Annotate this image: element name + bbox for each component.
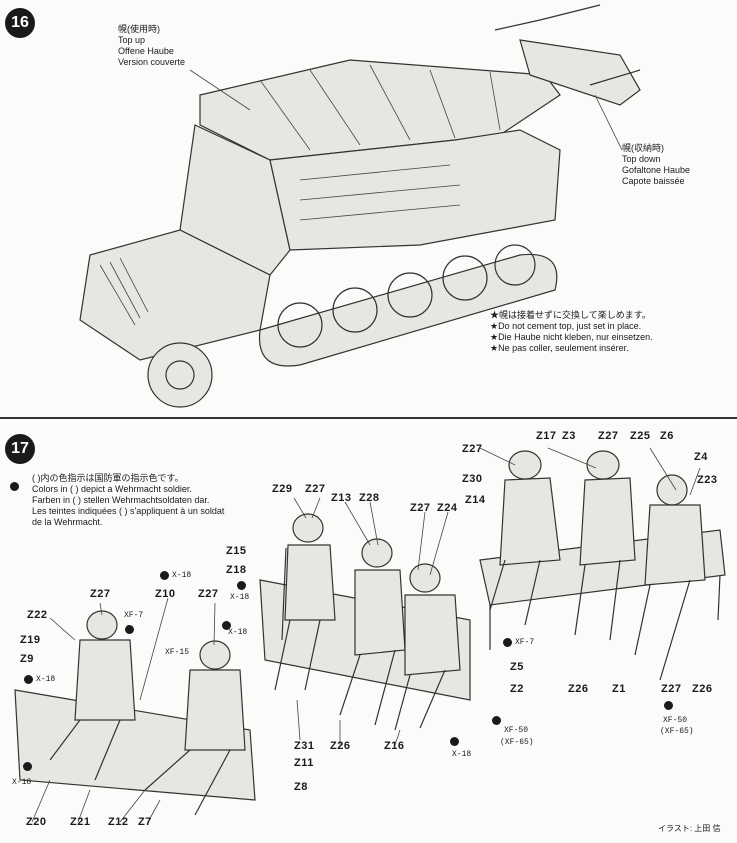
top-note-en: ★Do not cement top, just set in place. <box>490 321 642 331</box>
part-label: Z27 <box>90 588 111 600</box>
top-down-ja: 幌(収納時) <box>622 143 664 153</box>
part-label: Z4 <box>694 451 708 463</box>
part-label: Z27 <box>305 483 326 495</box>
step-divider <box>0 417 737 419</box>
paint-color: XF-50 <box>504 726 529 735</box>
paint-color: X-18 <box>172 571 192 580</box>
color-note-fr: Les teintes indiquées ( ) s'appliquent à… <box>32 506 225 516</box>
top-up-ja: 幌(使用時) <box>118 24 160 34</box>
paint-color: XF-7 <box>124 611 144 620</box>
figures-drawing <box>14 447 726 823</box>
part-label: Z19 <box>20 634 41 646</box>
part-label: Z26 <box>330 740 351 752</box>
part-label: Z6 <box>660 430 674 442</box>
part-label: Z12 <box>108 816 129 828</box>
step-16-number: 16 <box>11 14 29 31</box>
paint-color: XF-7 <box>515 638 535 647</box>
paint-dot-icon <box>24 675 33 684</box>
paint-dot-icon <box>160 571 169 580</box>
part-label: Z26 <box>692 683 713 695</box>
paint-color: (XF-65) <box>500 738 534 747</box>
part-label: Z24 <box>437 502 458 514</box>
paint-color: (XF-65) <box>660 727 694 736</box>
part-label: Z30 <box>462 473 483 485</box>
color-note-fr-2: de la Wehrmacht. <box>32 517 103 527</box>
part-label: Z31 <box>294 740 315 752</box>
top-down-label: 幌(収納時) Top down Gofaltone Haube Capote b… <box>622 143 690 187</box>
part-label: Z1 <box>612 683 626 695</box>
paint-dot-icon <box>23 762 32 771</box>
part-label: Z2 <box>510 683 524 695</box>
part-label: Z29 <box>272 483 293 495</box>
part-label: Z25 <box>630 430 651 442</box>
paint-dot-icon <box>450 737 459 746</box>
part-label: Z27 <box>410 502 431 514</box>
part-label: Z16 <box>384 740 405 752</box>
step-16-badge: 16 <box>5 8 35 38</box>
part-label: Z27 <box>462 443 483 455</box>
part-label: Z15 <box>226 545 247 557</box>
top-down-en: Top down <box>622 154 661 164</box>
top-down-fr: Capote baissée <box>622 176 685 186</box>
part-label: Z22 <box>27 609 48 621</box>
illustration-credit: イラスト: 上田 信 <box>658 824 721 833</box>
paint-dot-icon <box>503 638 512 647</box>
part-label: Z7 <box>138 816 152 828</box>
part-label: Z9 <box>20 653 34 665</box>
step-17-badge: 17 <box>5 434 35 464</box>
top-up-en: Top up <box>118 35 146 45</box>
part-label: Z21 <box>70 816 91 828</box>
part-label: Z27 <box>198 588 219 600</box>
paint-dot-icon <box>237 581 246 590</box>
paint-dot-icon <box>664 701 673 710</box>
part-label: Z5 <box>510 661 524 673</box>
paint-color: X-18 <box>12 778 32 787</box>
part-label: Z8 <box>294 781 308 793</box>
halftrack-vehicle-drawing <box>79 4 641 408</box>
top-up-label: 幌(使用時) Top up Offene Haube Version couve… <box>118 24 185 68</box>
paint-dot-icon <box>125 625 134 634</box>
color-note-ja: ( )内の色指示は国防軍の指示色です。 <box>32 473 184 483</box>
part-label: Z28 <box>359 492 380 504</box>
part-label: Z13 <box>331 492 352 504</box>
step-17-number: 17 <box>11 440 29 457</box>
top-note-ja: ★幌は接着せずに交換して楽しめます。 <box>490 310 651 320</box>
top-down-de: Gofaltone Haube <box>622 165 691 175</box>
top-note-fr: ★Ne pas coller, seulement insérer. <box>490 343 629 353</box>
part-label: Z17 <box>536 430 557 442</box>
top-note-de: ★Die Haube nicht kleben, nur einsetzen. <box>490 332 653 342</box>
part-label: Z10 <box>155 588 176 600</box>
paint-color: XF-15 <box>165 648 190 657</box>
part-label: Z23 <box>697 474 718 486</box>
top-up-de: Offene Haube <box>118 46 174 56</box>
part-label: Z26 <box>568 683 589 695</box>
part-label: Z27 <box>598 430 619 442</box>
paint-color: X-18 <box>452 750 472 759</box>
part-label: Z3 <box>562 430 576 442</box>
top-up-fr: Version couverte <box>118 57 186 67</box>
part-label: Z20 <box>26 816 47 828</box>
part-label: Z18 <box>226 564 247 576</box>
top-note: ★幌は接着せずに交換して楽しめます。 ★Do not cement top, j… <box>490 310 653 354</box>
paint-dot-icon <box>222 621 231 630</box>
part-label: Z11 <box>294 757 314 769</box>
color-note-en: Colors in ( ) depict a Wehrmacht soldier… <box>32 484 192 494</box>
paint-color: XF-50 <box>663 716 688 725</box>
paint-dot-icon <box>10 482 19 491</box>
part-label: Z14 <box>465 494 486 506</box>
paint-dot-icon <box>492 716 501 725</box>
color-note-de: Farben in ( ) stellen Wehrmachtsoldaten … <box>32 495 210 505</box>
paint-color: X-18 <box>36 675 56 684</box>
part-label: Z27 <box>661 683 682 695</box>
paint-color: X-18 <box>228 628 248 637</box>
color-note: ( )内の色指示は国防軍の指示色です。 Colors in ( ) depict… <box>32 473 224 528</box>
paint-color: X-18 <box>230 593 250 602</box>
